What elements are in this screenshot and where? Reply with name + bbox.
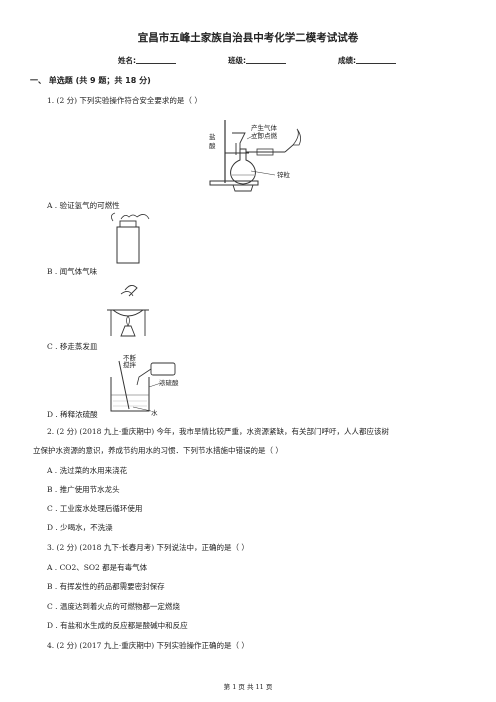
- section-title: 一、 单选题 (共 9 题；共 18 分): [30, 76, 151, 85]
- q1-figure-b: [111, 212, 150, 264]
- label-gas2: 立即点燃: [251, 131, 278, 140]
- label-zinc: 锌粒: [277, 170, 291, 179]
- q2-option-c: C . 工业废水处理后循环使用: [47, 504, 143, 513]
- q3-option-b: B . 有挥发性的药品都需要密封保存: [47, 582, 165, 591]
- label-conc-acid: 浓硫酸: [159, 378, 179, 387]
- label-stir2: 搅拌: [123, 360, 137, 369]
- q2-option-a: A . 洗过菜的水用来浇花: [47, 466, 128, 475]
- q2-stem-line1: 2. (2 分) (2018 九上·重庆期中) 今年，我市旱情比较严重，水资源紧…: [47, 427, 390, 436]
- class-blank: [246, 55, 286, 64]
- page-footer: 第 1 页 共 11 页: [223, 683, 273, 691]
- q1-figure-d: 不断 搅拌 浓硫酸 水: [110, 353, 179, 417]
- name-field: 姓名:: [118, 55, 176, 66]
- page-title: 宜昌市五峰土家族自治县中考化学二模考试试卷: [137, 32, 359, 44]
- q2-option-b: B . 推广使用节水龙头: [47, 485, 120, 494]
- q1-option-a: A . 验证氢气的可燃性: [47, 201, 120, 210]
- name-label: 姓名:: [118, 56, 136, 65]
- label-water: 水: [151, 408, 158, 417]
- label-gas1: 产生气体: [251, 123, 278, 132]
- q1-option-c: C . 移走蒸发皿: [47, 342, 98, 351]
- q2-stem-line2: 立保护水资源的意识，养成节约用水的习惯．下列节水措施中错误的是（ ）: [33, 446, 283, 455]
- label-funnel: 盐: [209, 132, 216, 141]
- score-label: 成绩:: [338, 56, 356, 65]
- q3-stem: 3. (2 分) (2018 九下·长春月考) 下列说法中，正确的是（ ）: [47, 543, 249, 552]
- label-stir1: 不断: [123, 353, 137, 362]
- q4-stem: 4. (2 分) (2017 九上·重庆期中) 下列实验操作正确的是（ ）: [47, 641, 249, 650]
- q1-figure-a: 盐 酸 产生气体 立即点燃 锌粒: [209, 120, 301, 192]
- class-label: 班级:: [228, 56, 246, 65]
- q3-option-a: A . CO2、SO2 都是有毒气体: [47, 563, 148, 572]
- q1-option-d: D . 稀释浓硫酸: [47, 410, 98, 419]
- q1-option-b: B . 闻气体气味: [47, 267, 98, 276]
- q1-stem: 1. (2 分) 下列实验操作符合安全要求的是（ ）: [47, 96, 202, 105]
- score-blank: [356, 55, 396, 64]
- name-blank: [136, 55, 176, 64]
- score-field: 成绩:: [338, 55, 396, 66]
- q3-option-c: C . 温度达到着火点的可燃物都一定燃烧: [47, 602, 180, 611]
- class-field: 班级:: [228, 55, 286, 66]
- q3-option-d: D . 有盐和水生成的反应都是酸碱中和反应: [47, 621, 188, 630]
- q2-option-d: D . 少喝水，不洗澡: [47, 523, 113, 532]
- q1-figure-c: [107, 285, 149, 337]
- label-acid: 酸: [209, 141, 216, 150]
